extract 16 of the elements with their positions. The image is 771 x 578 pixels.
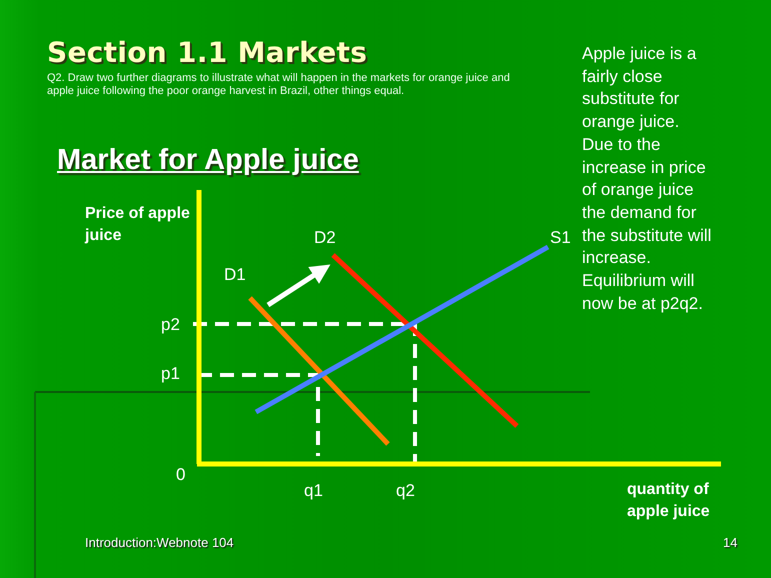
curve-label: D1 (224, 265, 246, 285)
page-number: 14 (723, 535, 738, 550)
question-text: Q2. Draw two further diagrams to illustrate what will happen in the markets for orange juice and apple juice following the poor orange harvest in Brazil, other things equal. (47, 72, 511, 98)
curve-label: S1 (550, 228, 571, 248)
tick-label: q1 (304, 481, 323, 501)
explanation-text: Apple juice is a fairly close substitute for orange juice. Due to the increase in price of orange juice the demand for the substitute will increase. Equilibrium will now be at p2q2. (582, 43, 712, 315)
slide-title: Section 1.1 Markets (47, 36, 368, 69)
curve-label: D2 (314, 228, 336, 248)
footer-text: Introduction:Webnote 104 (85, 535, 235, 550)
tick-label: p2 (161, 315, 180, 335)
axis-label: Price of apple juice (85, 204, 191, 246)
chart-heading: Market for Apple juice (57, 144, 359, 177)
axis-label: quantity of apple juice (627, 480, 711, 522)
tick-label: 0 (176, 465, 186, 485)
tick-label: q2 (396, 481, 415, 501)
tick-label: p1 (161, 364, 180, 384)
